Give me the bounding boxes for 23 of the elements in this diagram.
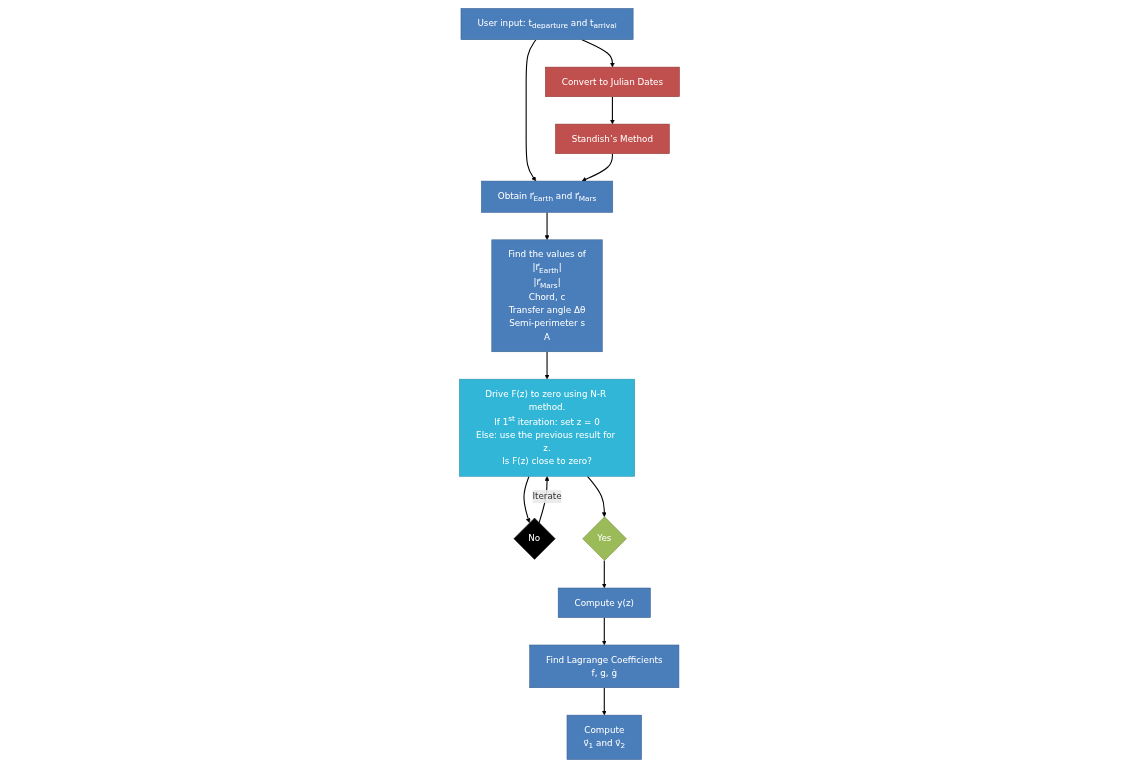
node-box: Find the values of |r⃗$_{Earth}$| |r⃗$_{Mars}$| Chord, c Transfer angle Δθ Semi-perimeter s A <box>491 239 603 353</box>
node-box: Convert to Julian Dates <box>544 66 680 97</box>
node-box: Drive F(z) to zero using N-R method. If 1$^{st}$ iteration: set z = 0 Else: use the previous result for z. Is F(z) close to zero? <box>458 378 635 477</box>
node-box: Find Lagrange Coefficients f, g, ġ <box>528 644 679 688</box>
arrow <box>580 39 615 68</box>
node-diamond: Yes <box>582 516 627 561</box>
arrow <box>544 351 550 380</box>
node-diamond: No <box>513 517 556 560</box>
node-box: Compute y(z) <box>557 587 651 618</box>
arrow <box>525 39 536 182</box>
edge-label: Iterate <box>532 491 562 502</box>
node-box: Standish’s Method <box>554 123 670 154</box>
arrow <box>522 475 531 524</box>
arrow <box>601 687 607 716</box>
arrow <box>581 153 613 182</box>
arrow <box>544 211 550 240</box>
node-box: User input: t$_{departure}$ and t$_{arrival}$ <box>460 8 633 40</box>
arrow <box>609 96 615 125</box>
node-box: Compute v⃗$_{1}$ and v⃗$_{2}$ <box>566 714 642 760</box>
arrow <box>586 475 607 518</box>
arrow <box>601 617 607 646</box>
arrow <box>601 560 607 589</box>
node-box: Obtain r⃗$_{Earth}$ and r⃗$_{Mars}$ <box>480 180 613 213</box>
